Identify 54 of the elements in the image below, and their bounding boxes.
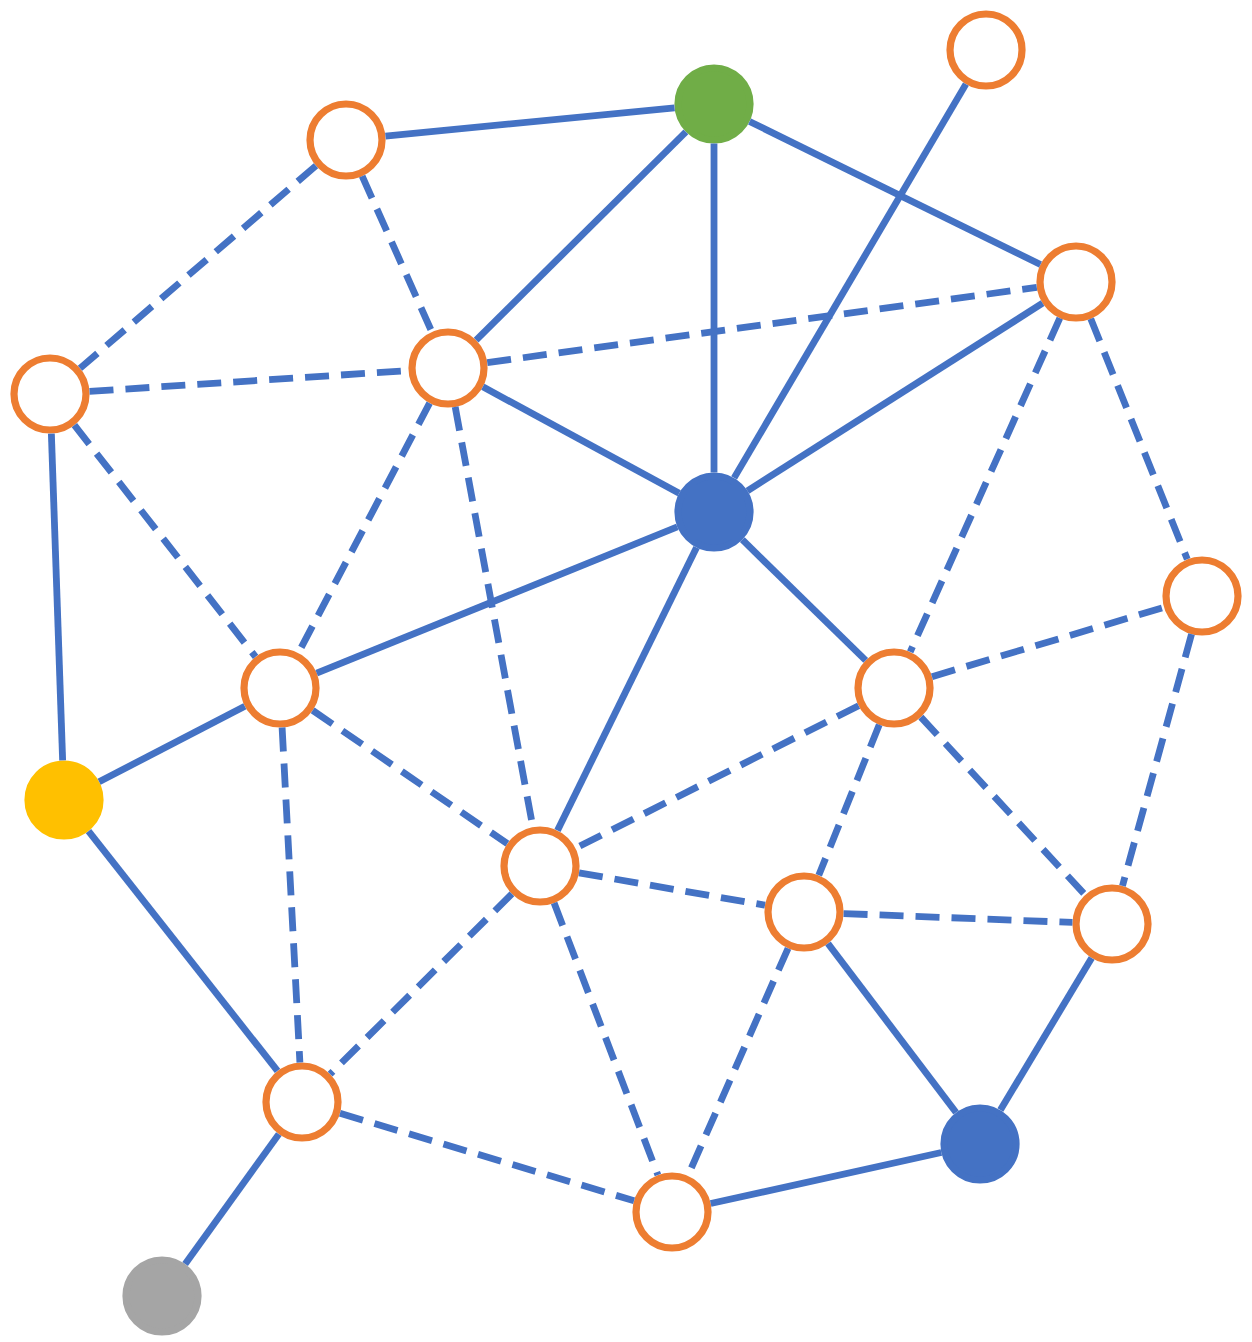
node-circle — [674, 64, 754, 144]
connector-line — [710, 143, 718, 473]
node-circle — [764, 872, 844, 952]
dashed-connector — [1119, 633, 1195, 887]
node-circle — [1072, 884, 1152, 964]
connector-line — [709, 1149, 943, 1207]
node-circle — [500, 826, 580, 906]
connector-line — [748, 118, 1042, 268]
dashed-connector — [843, 910, 1073, 926]
node-circle — [306, 100, 386, 180]
dashed-connector — [815, 723, 883, 877]
connector-line — [825, 941, 959, 1115]
connector-line — [739, 537, 869, 663]
node-circle — [10, 354, 90, 434]
node-circle — [854, 648, 934, 728]
connector-line — [315, 523, 679, 677]
dashed-connector — [578, 869, 766, 909]
dashed-connector — [931, 604, 1166, 680]
connector-line — [997, 956, 1095, 1112]
dashed-connector — [327, 891, 515, 1077]
dashed-connector — [295, 401, 433, 655]
node-circle — [946, 10, 1026, 90]
dashed-connector — [77, 163, 319, 371]
node-circle — [674, 472, 754, 552]
dashed-connector — [359, 174, 435, 334]
connector-line — [385, 104, 675, 140]
dashed-connector — [907, 316, 1063, 654]
dashed-connector — [918, 714, 1088, 898]
connector-line — [745, 300, 1045, 494]
node-circle — [122, 1256, 202, 1336]
connector-line — [473, 129, 689, 343]
dashed-connector — [1087, 317, 1191, 561]
dashed-connector — [550, 901, 662, 1177]
connector-line — [731, 82, 969, 480]
connector-line — [85, 829, 281, 1073]
dashed-connector — [278, 727, 304, 1063]
dashed-connector — [71, 423, 259, 659]
node-circle — [240, 648, 320, 728]
node-circle — [408, 328, 488, 408]
connector-line — [481, 383, 681, 497]
dashed-connector — [486, 284, 1038, 366]
node-circle — [940, 1104, 1020, 1184]
node-circle — [1036, 242, 1116, 322]
node-circle — [1162, 556, 1242, 636]
dashed-connector — [339, 1110, 635, 1204]
connector-line — [182, 1132, 282, 1266]
node-circle — [632, 1172, 712, 1252]
connector-line — [97, 703, 247, 785]
connector-line — [554, 546, 700, 832]
connector-line — [47, 433, 67, 761]
node-circle — [24, 760, 104, 840]
dashed-connector — [310, 707, 510, 847]
node-circle — [262, 1062, 342, 1142]
dashed-connector — [573, 702, 861, 852]
